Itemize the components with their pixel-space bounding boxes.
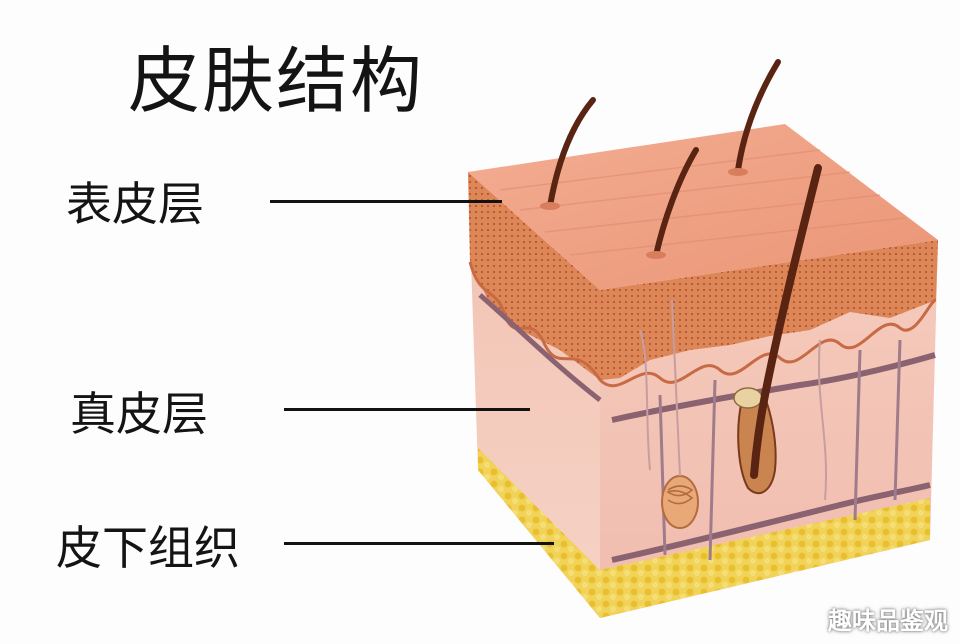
hypodermis-fat-left: [478, 448, 600, 618]
leader-line-hypodermis: [284, 542, 554, 545]
sweat-gland: [661, 475, 699, 529]
hypodermis-fat-front: [600, 498, 930, 618]
label-hypodermis: 皮下组织: [56, 521, 240, 575]
label-dermis: 真皮层: [70, 387, 208, 441]
hair-strand: [547, 97, 596, 209]
epidermis-band-front: [600, 240, 938, 380]
hair-strand: [750, 164, 822, 479]
watermark-text: 趣味品鉴观: [828, 607, 948, 635]
epidermis-band-left: [468, 172, 600, 380]
label-epidermis: 表皮层: [66, 177, 204, 231]
diagram-title: 皮肤结构: [128, 39, 425, 123]
hair-strand: [735, 59, 781, 173]
leader-line-dermis: [284, 408, 530, 411]
hair-strand: [653, 147, 699, 258]
blood-vessel: [611, 352, 936, 423]
leader-line-epidermis: [270, 200, 502, 203]
